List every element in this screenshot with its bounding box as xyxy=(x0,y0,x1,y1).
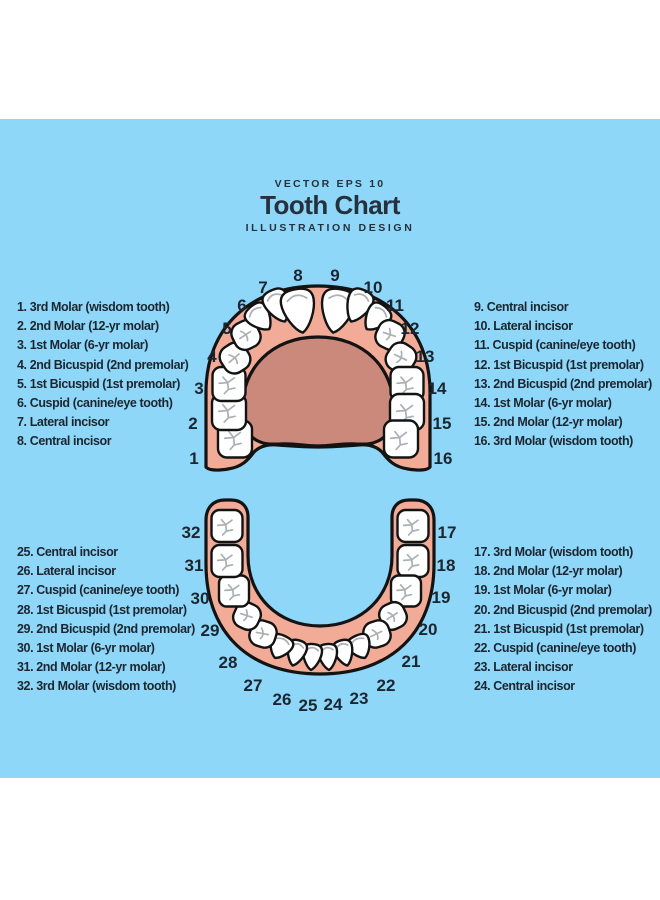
legend-item: 29. 2nd Bicuspid (2nd premolar) xyxy=(17,621,195,636)
tooth-number-label: 24 xyxy=(324,695,343,714)
tooth-number-label: 15 xyxy=(433,414,452,433)
legend-item: 5. 1st Bicuspid (1st premolar) xyxy=(17,376,181,391)
bicuspid-tooth xyxy=(231,600,263,632)
bicuspid-tooth xyxy=(384,341,418,375)
tooth-number-label: 14 xyxy=(428,379,447,398)
molar-tooth xyxy=(396,508,430,544)
molar-tooth xyxy=(217,574,251,608)
tooth-number-label: 8 xyxy=(293,266,302,285)
tooth-number-label: 26 xyxy=(273,690,292,709)
legend-item: 25. Central incisor xyxy=(17,545,118,559)
tooth-number-label: 17 xyxy=(438,523,457,542)
tooth-number-label: 7 xyxy=(258,278,267,297)
legend-item: 6. Cuspid (canine/eye tooth) xyxy=(17,396,173,411)
header: VECTOR EPS 10 Tooth Chart ILLUSTRATION D… xyxy=(0,178,660,234)
tooth-number-label: 19 xyxy=(432,588,451,607)
tooth-number-label: 18 xyxy=(437,556,456,575)
molar-tooth xyxy=(210,508,244,544)
molar-tooth xyxy=(396,543,430,579)
legend-item: 12. 1st Bicuspid (1st premolar) xyxy=(474,357,644,372)
legend-item: 22. Cuspid (canine/eye tooth) xyxy=(474,641,637,656)
tooth-number-label: 4 xyxy=(207,347,217,366)
legend-item: 23. Lateral incisor xyxy=(474,660,573,675)
tooth-number-label: 23 xyxy=(350,689,369,708)
tooth-number-label: 20 xyxy=(419,620,438,639)
tooth-number-label: 30 xyxy=(191,589,210,608)
tooth-number-label: 28 xyxy=(219,653,238,672)
legend-item: 9. Central incisor xyxy=(474,300,569,314)
tooth-number-label: 13 xyxy=(416,347,435,366)
tooth-number-label: 29 xyxy=(201,621,220,640)
tooth-number-label: 22 xyxy=(377,676,396,695)
cuspid-tooth xyxy=(269,632,295,660)
teeth xyxy=(210,287,430,672)
page-title: Tooth Chart xyxy=(260,190,400,220)
legend-item: 31. 2nd Molar (12-yr molar) xyxy=(17,660,166,675)
legend-item: 7. Lateral incisor xyxy=(17,415,110,430)
tooth-number-label: 11 xyxy=(386,296,404,315)
legend-item: 17. 3rd Molar (wisdom tooth) xyxy=(474,545,633,559)
tooth-number-label: 12 xyxy=(401,319,420,338)
tooth-number-label: 16 xyxy=(434,449,453,468)
tooth-number-label: 1 xyxy=(189,449,198,468)
cuspid-tooth xyxy=(243,301,272,331)
legend-lower-right: 17. 3rd Molar (wisdom tooth) 18. 2nd Mola… xyxy=(474,543,652,697)
legend-item: 3. 1st Molar (6-yr molar) xyxy=(17,338,149,353)
molar-tooth xyxy=(389,365,425,403)
molar-tooth xyxy=(389,574,423,608)
tooth-number-label: 2 xyxy=(188,414,197,433)
legend-upper-left: 1. 3rd Molar (wisdom tooth) 2. 2nd Molar … xyxy=(17,298,189,452)
legend-item: 32. 3rd Molar (wisdom tooth) xyxy=(17,679,176,694)
molar-tooth xyxy=(382,419,420,459)
tooth-number-label: 25 xyxy=(299,696,318,715)
tooth-number-label: 9 xyxy=(330,266,339,285)
legend-upper-right: 9. Central incisor 10. Lateral incisor 11.… xyxy=(474,298,652,452)
tooth-number-label: 32 xyxy=(182,523,201,542)
molar-tooth xyxy=(210,543,244,579)
legend-item: 16. 3rd Molar (wisdom tooth) xyxy=(474,434,633,449)
legend-item: 15. 2nd Molar (12-yr molar) xyxy=(474,415,623,430)
header-kicker: VECTOR EPS 10 xyxy=(274,178,386,190)
incisor-tooth xyxy=(279,287,316,334)
legend-item: 19. 1st Molar (6-yr molar) xyxy=(474,583,612,598)
incisor-tooth xyxy=(301,642,324,672)
legend-item: 14. 1st Molar (6-yr molar) xyxy=(474,396,612,411)
incisor-tooth xyxy=(331,638,354,667)
legend-item: 2. 2nd Molar (12-yr molar) xyxy=(17,319,159,334)
legend-lower-left: 25. Central incisor 26. Lateral incisor 27… xyxy=(17,543,195,697)
legend-item: 24. Central incisor xyxy=(474,679,575,694)
upper-arch xyxy=(204,284,432,472)
tooth-number-label: 21 xyxy=(402,652,421,671)
legend-item: 26. Lateral incisor xyxy=(17,564,116,579)
legend-item: 1. 3rd Molar (wisdom tooth) xyxy=(17,300,170,314)
legend-item: 13. 2nd Bicuspid (2nd premolar) xyxy=(474,376,652,391)
legend-item: 10. Lateral incisor xyxy=(474,319,573,334)
legend-item: 27. Cuspid (canine/eye tooth) xyxy=(17,583,180,598)
tooth-number-label: 10 xyxy=(364,278,383,297)
tooth-number-label: 27 xyxy=(244,676,263,695)
legend-item: 20. 2nd Bicuspid (2nd premolar) xyxy=(474,602,652,617)
legend-item: 30. 1st Molar (6-yr molar) xyxy=(17,641,155,656)
tooth-number-label: 31 xyxy=(185,556,204,575)
tooth-number-label: 6 xyxy=(237,296,246,315)
tooth-number-label: 3 xyxy=(194,379,203,398)
legend-item: 28. 1st Bicuspid (1st premolar) xyxy=(17,602,187,617)
legend-item: 21. 1st Bicuspid (1st premolar) xyxy=(474,621,644,636)
legend-item: 8. Central incisor xyxy=(17,434,112,449)
legend-item: 4. 2nd Bicuspid (2nd premolar) xyxy=(17,357,189,372)
tooth-number-label: 5 xyxy=(222,319,231,338)
legend-item: 18. 2nd Molar (12-yr molar) xyxy=(474,564,623,579)
legend-item: 11. Cuspid (canine/eye tooth) xyxy=(474,338,636,353)
header-subtitle: ILLUSTRATION DESIGN xyxy=(245,222,415,234)
